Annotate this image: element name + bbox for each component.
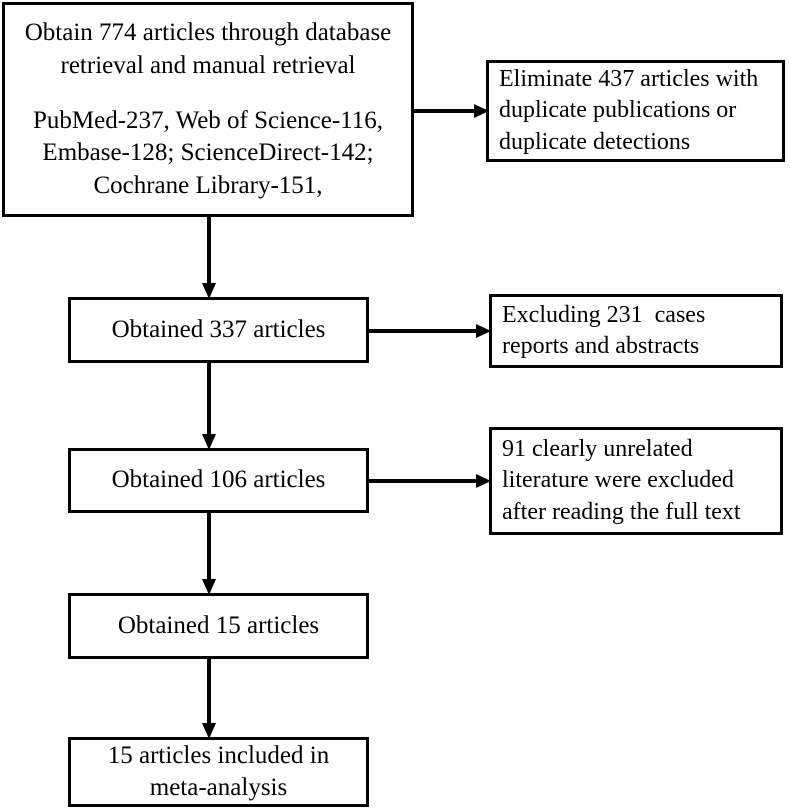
arrow-identification-to-screened — [202, 217, 216, 299]
eligible-box: Obtained 106 articles — [68, 448, 369, 513]
screened-box: Obtained 337 articles — [68, 297, 369, 363]
unrelated-excluded-box: 91 clearly unrelated literature were exc… — [489, 427, 783, 535]
arrow-screened-to-case-reports — [369, 324, 491, 338]
identification-line-1: Obtain 774 articles through database — [24, 19, 392, 46]
identification-line-5: Cochrane Library-151, — [93, 171, 323, 199]
case-reports-line-1: Excluding 231 cases — [502, 301, 706, 328]
case-reports-line-2: reports and abstracts — [502, 333, 700, 359]
unrelated-line-2: literature were excluded — [502, 467, 734, 494]
identification-line-4: Embase-128; ScienceDirect-142; — [42, 139, 374, 166]
arrow-eligible-to-unrelated — [369, 474, 491, 488]
screened-label: Obtained 337 articles — [111, 315, 326, 343]
arrow-identification-to-duplicates — [412, 104, 489, 118]
included-line-2: meta-analysis — [149, 774, 288, 801]
unrelated-line-1: 91 clearly unrelated — [502, 436, 693, 463]
included-box: 15 articles included in meta-analysis — [68, 737, 369, 807]
duplicates-line-2: duplicate publications or — [499, 97, 737, 124]
identification-line-2: retrieval and manual retrieval — [60, 51, 356, 79]
arrow-eligible-to-obtained-final — [202, 513, 216, 595]
arrow-screened-to-eligible — [202, 363, 216, 450]
eligible-label: Obtained 106 articles — [111, 466, 326, 494]
final-obtained-label: Obtained 15 articles — [117, 611, 320, 639]
identification-line-3: PubMed-237, Web of Science-116, — [33, 106, 383, 134]
unrelated-line-3: after reading the full text — [502, 498, 741, 525]
arrow-obtained-final-to-included — [202, 659, 216, 739]
duplicates-excluded-box: Eliminate 437 articles with duplicate pu… — [486, 60, 785, 162]
final-obtained-box: Obtained 15 articles — [68, 593, 369, 659]
identification-box: Obtain 774 articles through database ret… — [2, 2, 414, 217]
duplicates-line-3: duplicate detections — [499, 128, 691, 155]
case-reports-excluded-box: Excluding 231 cases reports and abstract… — [489, 294, 783, 368]
duplicates-line-1: Eliminate 437 articles with — [499, 66, 759, 93]
included-line-1: 15 articles included in — [107, 741, 330, 769]
